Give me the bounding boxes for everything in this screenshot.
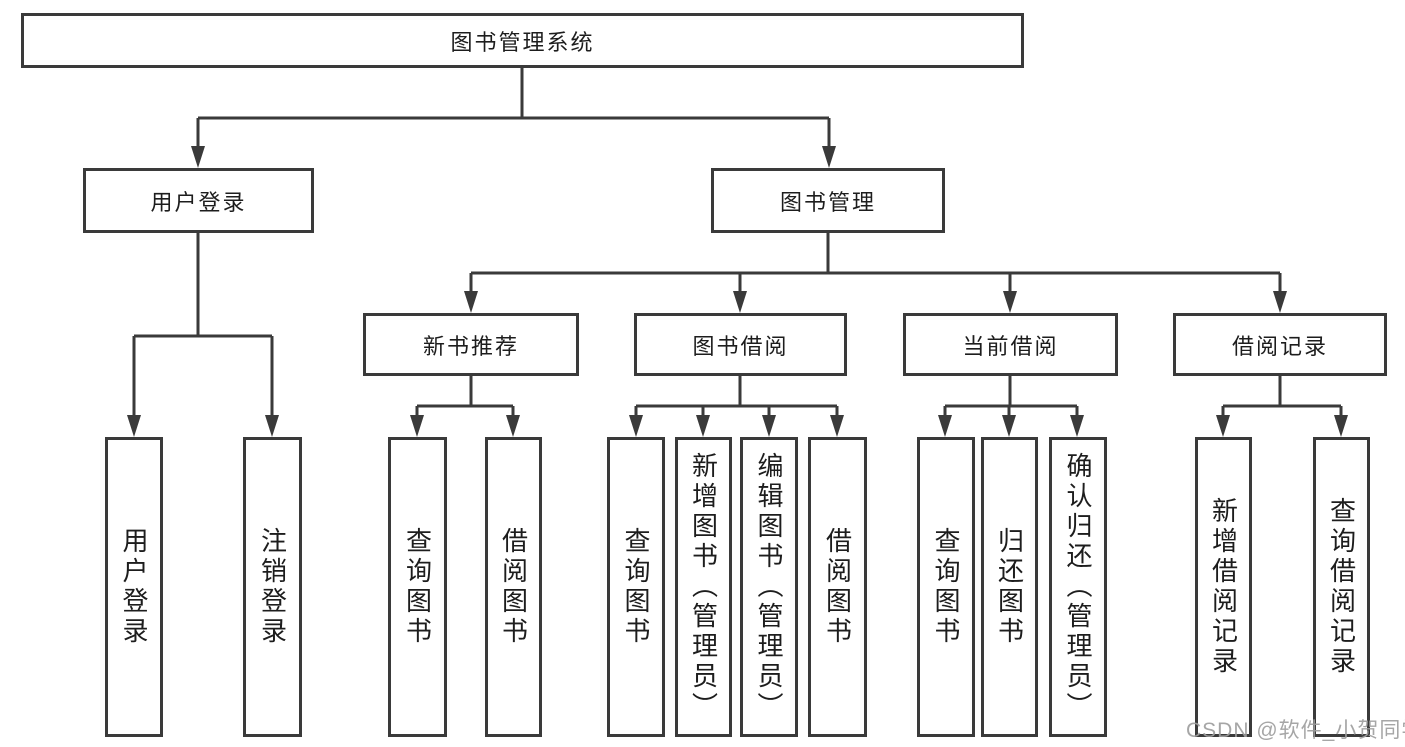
connector-borrow-records-children: [1221, 376, 1343, 419]
leaf-records-add-record: 新增借阅记录: [1195, 437, 1252, 737]
leaf-user-login: 用户登录: [105, 437, 163, 737]
leaf-borrow-edit-books-admin: 编辑图书（管理员）: [740, 437, 798, 737]
leaf-logout-login: 注销登录: [243, 437, 302, 737]
node-new-book-recommend: 新书推荐: [363, 313, 579, 376]
leaf-current-return-books: 归还图书: [981, 437, 1038, 737]
node-root-system: 图书管理系统: [21, 13, 1024, 68]
node-book-management: 图书管理: [711, 168, 945, 233]
node-book-borrow: 图书借阅: [634, 313, 847, 376]
connector-root-to-level2: [196, 68, 831, 150]
connector-book-mgmt-children: [469, 233, 1282, 295]
leaf-newrec-borrow-books: 借阅图书: [485, 437, 542, 737]
arrowheads: [127, 146, 1348, 437]
node-user-login: 用户登录: [83, 168, 314, 233]
node-borrow-records: 借阅记录: [1173, 313, 1387, 376]
leaf-borrow-query-books: 查询图书: [607, 437, 665, 737]
leaf-current-confirm-return-admin: 确认归还（管理员）: [1049, 437, 1107, 737]
leaf-borrow-borrow-books: 借阅图书: [808, 437, 867, 737]
node-current-borrow: 当前借阅: [903, 313, 1118, 376]
connector-user-login-children: [132, 233, 274, 419]
connector-book-borrow-children: [634, 376, 839, 419]
leaf-borrow-add-books-admin: 新增图书（管理员）: [675, 437, 732, 737]
connector-current-borrow-children: [943, 376, 1079, 419]
leaf-current-query-books: 查询图书: [917, 437, 975, 737]
leaf-records-query-record: 查询借阅记录: [1313, 437, 1370, 737]
csdn-watermark: CSDN @软件_小贺同学: [1186, 719, 1405, 742]
leaf-newrec-query-books: 查询图书: [388, 437, 447, 737]
connector-new-book-children: [415, 376, 515, 419]
